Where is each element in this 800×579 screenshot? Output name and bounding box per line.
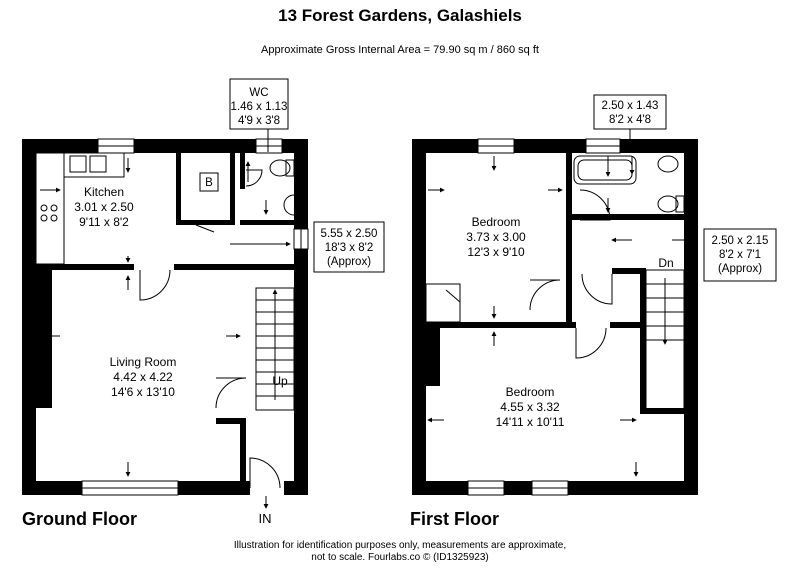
disclaimer-line-2: not to scale. Fourlabs.co © (ID1325923) [311, 552, 489, 563]
landing-imperial: 8'2 x 7'1 [719, 249, 761, 261]
living-name: Living Room [110, 355, 177, 369]
landing-note: (Approx) [718, 263, 762, 275]
kitchen-imperial: 9'11 x 8'2 [79, 215, 129, 229]
ff-stairs-label: Dn [658, 256, 673, 270]
wc-name: WC [249, 87, 268, 99]
gf-stairs-label: Up [272, 374, 288, 388]
ground-floor-plan [22, 138, 309, 509]
landing-dimension-box [703, 228, 777, 282]
gf-wall-right-lower [294, 249, 308, 495]
bedroom1-metric: 3.73 x 3.00 [466, 230, 526, 244]
kitchen-name: Kitchen [84, 185, 124, 199]
gf-partition-kitchen [36, 264, 134, 270]
hall-dimension-box [313, 221, 385, 273]
living-metric: 4.42 x 4.22 [113, 370, 173, 384]
cupboard-label: B [205, 177, 213, 189]
gf-wall-top [22, 139, 308, 153]
ground-floor-label: Ground Floor [22, 509, 137, 529]
plan-title: 13 Forest Gardens, Galashiels [278, 6, 522, 25]
bathroom-metric: 2.50 x 1.43 [602, 100, 659, 112]
hall-note: (Approx) [327, 256, 371, 268]
bedroom2-imperial: 14'11 x 10'11 [496, 415, 565, 429]
kitchen-metric: 3.01 x 2.50 [74, 200, 134, 214]
entrance-label: IN [259, 511, 272, 526]
hall-imperial: 18'3 x 8'2 [325, 242, 374, 254]
bedroom2-name: Bedroom [506, 385, 555, 399]
gross-area: Approximate Gross Internal Area = 79.90 … [261, 44, 539, 56]
first-floor-plan [412, 138, 698, 496]
landing-metric: 2.50 x 2.15 [712, 235, 769, 247]
bedroom1-name: Bedroom [472, 215, 521, 229]
wc-dimension-box [229, 78, 289, 130]
wc-imperial: 4'9 x 3'8 [238, 115, 280, 127]
bedroom1-imperial: 12'3 x 9'10 [467, 245, 525, 259]
hall-metric: 5.55 x 2.50 [321, 228, 378, 240]
gf-wall-right-upper [294, 139, 308, 229]
living-imperial: 14'6 x 13'10 [111, 385, 175, 399]
gf-wall-left [22, 139, 36, 495]
bedroom2-metric: 4.55 x 3.32 [500, 400, 560, 414]
wc-metric: 1.46 x 1.13 [231, 101, 288, 113]
first-floor-label: First Floor [410, 509, 499, 529]
bathroom-imperial: 8'2 x 4'8 [609, 114, 651, 126]
disclaimer: Illustration for identification purposes… [0, 540, 800, 564]
gf-chimney [36, 270, 52, 408]
disclaimer-line-1: Illustration for identification purposes… [233, 540, 567, 551]
